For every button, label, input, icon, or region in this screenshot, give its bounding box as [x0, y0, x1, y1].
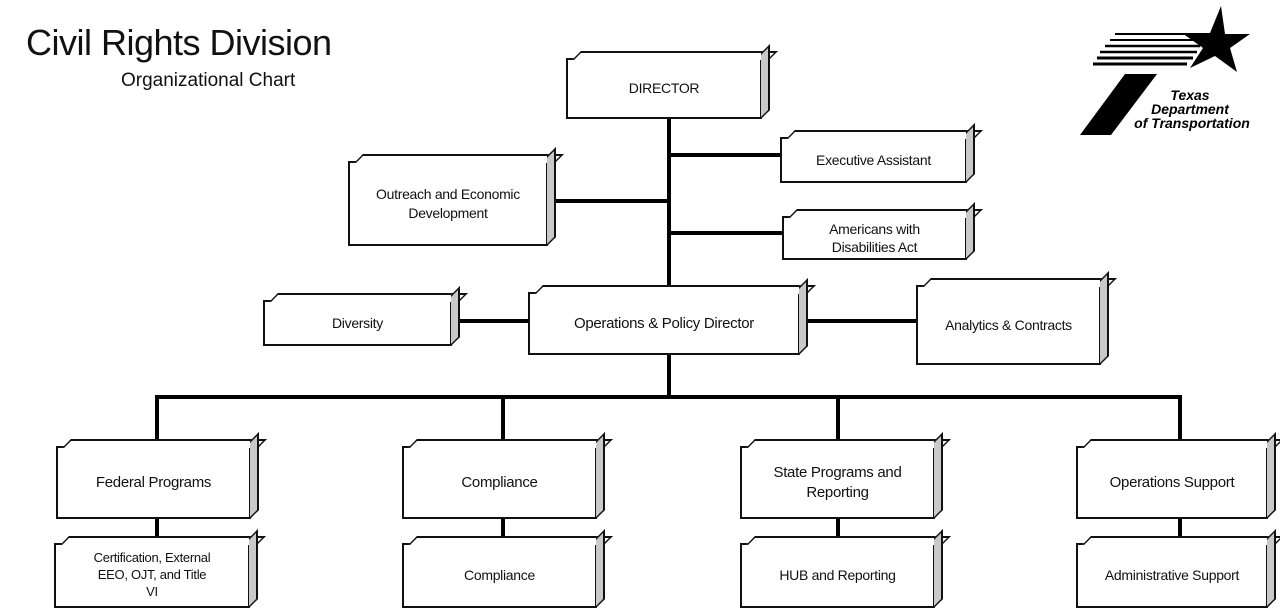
- connector: [669, 231, 782, 235]
- logo-text-3: of Transportation: [1134, 115, 1250, 131]
- connector: [836, 395, 840, 447]
- executive-assistant-box: Executive Assistant: [780, 137, 967, 183]
- ada-box: Americans with Disabilities Act: [782, 216, 967, 260]
- txdot-logo: Texas Department of Transportation: [1080, 6, 1250, 135]
- logo-text-2: Department: [1151, 101, 1230, 117]
- connector: [548, 199, 669, 203]
- connector: [1178, 395, 1182, 447]
- page-title: Civil Rights Division: [26, 22, 332, 63]
- connector: [836, 518, 840, 544]
- logo-text-1: Texas: [1170, 87, 1209, 103]
- diversity-box: Diversity: [263, 300, 452, 346]
- analytics-contracts-box: Analytics & Contracts: [916, 285, 1101, 365]
- hub-reporting-box: HUB and Reporting: [740, 543, 935, 608]
- compliance-box: Compliance: [402, 446, 597, 519]
- director-box: DIRECTOR: [566, 58, 762, 119]
- operations-support-box: Operations Support: [1076, 446, 1268, 519]
- connector: [155, 518, 159, 544]
- certification-box: Certification, External EEO, OJT, and Ti…: [54, 543, 250, 608]
- connector: [667, 354, 671, 398]
- connector: [155, 395, 159, 447]
- connector: [155, 395, 1182, 399]
- administrative-support-box: Administrative Support: [1076, 543, 1268, 608]
- connector: [800, 319, 917, 323]
- compliance-sub-box: Compliance: [402, 543, 597, 608]
- ops-policy-director-box: Operations & Policy Director: [528, 292, 800, 355]
- page-subtitle: Organizational Chart: [121, 70, 296, 91]
- connector: [501, 518, 505, 544]
- connector: [669, 153, 781, 157]
- connector: [667, 118, 671, 294]
- connector: [501, 395, 505, 447]
- federal-programs-box: Federal Programs: [56, 446, 251, 519]
- connector: [1178, 518, 1182, 544]
- connector: [452, 319, 529, 323]
- state-programs-box: State Programs and Reporting: [740, 446, 935, 519]
- outreach-box: Outreach and Economic Development: [348, 161, 548, 246]
